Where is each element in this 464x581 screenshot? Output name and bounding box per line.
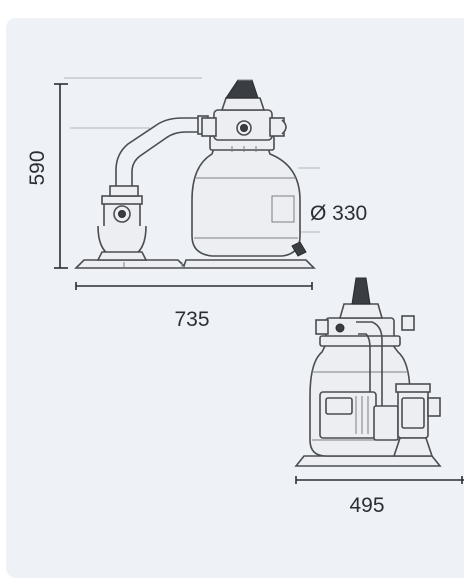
tank-body xyxy=(191,147,301,257)
diameter-label: Ø 330 xyxy=(310,202,367,225)
bottom-strainer xyxy=(392,383,441,457)
height-dimension xyxy=(54,83,68,269)
strainer-window xyxy=(401,397,425,429)
filter-tank xyxy=(191,147,307,257)
bottom-valve-handle xyxy=(351,277,371,305)
base-plate xyxy=(74,259,316,269)
valve-center-port-dot xyxy=(240,124,248,132)
bottom-valve-port-left xyxy=(315,319,329,335)
pump-lid xyxy=(101,195,143,205)
valve-handle xyxy=(225,79,259,99)
valve-port-left xyxy=(201,117,217,137)
top-filter-drawing xyxy=(54,77,320,290)
collar-bolts xyxy=(231,146,257,152)
connecting-hose xyxy=(115,117,204,196)
bottom-width-dimension xyxy=(295,476,464,484)
width-label: 735 xyxy=(174,308,209,331)
pump-volute xyxy=(373,405,399,441)
bottom-hose xyxy=(356,321,383,420)
connecting-hose-inner xyxy=(131,131,204,196)
height-label: 590 xyxy=(26,150,49,185)
bottom-valve-collar xyxy=(319,335,401,347)
drain-plug xyxy=(291,241,307,257)
width-dimension xyxy=(75,282,313,290)
hose-coupling xyxy=(109,185,139,197)
strainer-inlet xyxy=(427,397,441,417)
bottom-width-label: 495 xyxy=(349,494,384,517)
pump-port-center xyxy=(118,210,126,218)
bottom-hose-inner xyxy=(358,333,371,420)
pump-foot xyxy=(96,251,148,261)
tank-label-plate xyxy=(271,195,295,223)
motor-terminal-box xyxy=(325,397,353,415)
pump-unit xyxy=(96,195,148,261)
bottom-valve-port-right xyxy=(401,315,415,331)
multiport-valve xyxy=(201,79,287,152)
bottom-valve-top xyxy=(338,303,384,319)
bottom-filter-drawing xyxy=(294,277,464,484)
bottom-pump-motor xyxy=(319,391,399,441)
bottom-base-plate xyxy=(294,455,442,467)
strainer-foot xyxy=(392,437,434,457)
valve-top xyxy=(220,97,266,111)
valve-port-right-cap xyxy=(281,119,287,135)
strainer-lid xyxy=(395,383,431,393)
bottom-valve-port-dot xyxy=(335,323,345,333)
